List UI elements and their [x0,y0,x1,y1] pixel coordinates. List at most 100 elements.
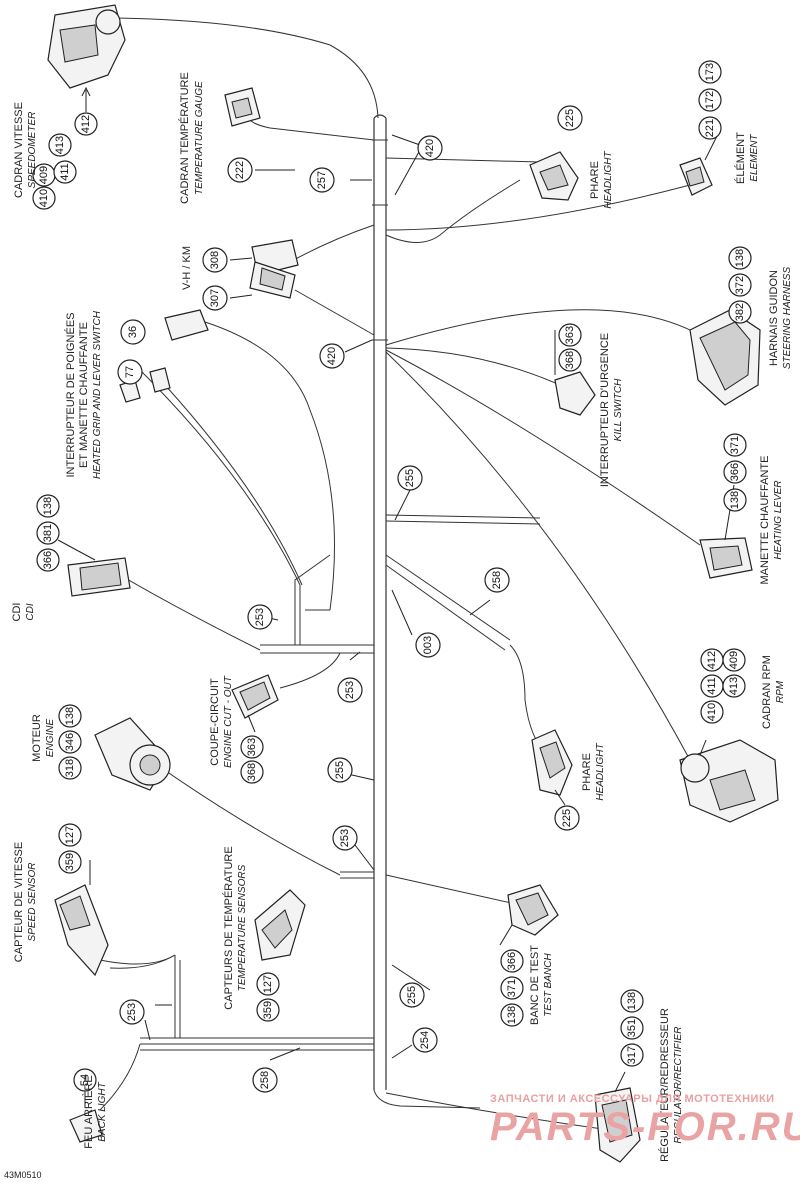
svg-text:359: 359 [64,853,76,871]
svg-text:412: 412 [706,651,718,669]
label-phare: PHARE [581,753,593,791]
svg-text:381: 381 [42,524,54,542]
callout-359g: 359 [58,850,82,874]
harness-branches [99,514,549,1111]
callout-372: 372 [728,273,752,297]
watermark-logo: PARTS-FOR.RU [490,1105,800,1149]
svg-text:172: 172 [704,91,716,109]
callout-318: 318 [58,756,82,780]
svg-text:221: 221 [704,119,716,137]
test-bench-connector [507,884,559,936]
svg-text:127: 127 [262,975,274,993]
svg-text:382: 382 [734,303,746,321]
callout-409f: 409 [722,648,746,672]
svg-text:253: 253 [339,829,351,847]
component-labels: CADRAN VITESSE SPEEDOMETER CADRAN TEMPÉR… [11,72,793,1162]
callout-371b: 371 [723,433,747,457]
label-element-en: ELEMENT [749,133,760,181]
svg-text:255: 255 [404,469,416,487]
callout-221: 221 [698,116,722,140]
svg-text:253: 253 [344,681,356,699]
label-vkm: V-H / KM [181,246,193,290]
watermark-tagline: ЗАПЧАСТИ И АКСЕССУАРЫ ДЛЯ МОТОТЕХНИКИ [490,1093,775,1105]
heating-lever-connector [699,537,753,579]
callout-173: 173 [698,60,722,84]
svg-text:255: 255 [334,761,346,779]
svg-text:409: 409 [38,166,50,184]
main-harness-trunk [114,17,481,1109]
callout-255b: 255 [327,757,353,783]
svg-text:222: 222 [234,161,246,179]
callout-382: 382 [728,300,752,324]
svg-text:371: 371 [729,436,741,454]
callout-255a: 255 [397,465,423,491]
callout-225b: 225 [554,805,580,831]
label-engine: ENGINE [45,719,56,758]
callout-381c: 381 [36,521,60,545]
svg-text:351: 351 [626,1019,638,1037]
svg-text:420: 420 [424,139,436,157]
speedometer-connector [47,4,126,89]
callout-127g: 127 [58,823,82,847]
callout-411f: 411 [700,674,724,698]
callout-363d: 363 [240,735,264,759]
label-phare-top: PHARE [589,161,601,199]
svg-text:258: 258 [259,1071,271,1089]
svg-text:409: 409 [728,651,740,669]
callout-255c: 255 [399,982,425,1008]
svg-text:253: 253 [254,608,266,626]
callout-138i: 138 [500,1003,524,1027]
callout-258a: 258 [484,567,510,593]
label-capteur-vitesse: CAPTEUR DE VITESSE [13,842,25,962]
callout-172: 172 [698,88,722,112]
temperature-gauge-connector [224,87,261,127]
callout-366i: 366 [500,949,524,973]
callouts: 409 413 410 411 412 222 420 257 225 221 … [32,60,752,1093]
callout-420a: 420 [417,135,443,161]
label-regulator-rectifier: REGULATOR/RECTIFIER [673,1027,684,1144]
svg-text:413: 413 [728,677,740,695]
steering-harness-connector [689,309,761,406]
callout-420b: 420 [319,343,345,369]
callout-138a: 138 [728,246,752,270]
svg-text:317: 317 [626,1046,638,1064]
callout-413f: 413 [722,674,746,698]
label-cadran-temperature: CADRAN TEMPÉRATURE [178,72,191,204]
back-light-connector [69,1109,103,1143]
callout-253b: 253 [337,677,363,703]
svg-text:359: 359 [262,1001,274,1019]
label-temperature-gauge: TEMPERATURE GAUGE [194,81,205,195]
svg-text:366: 366 [506,952,518,970]
label-banc-test: BANC DE TEST [529,945,541,1025]
label-coupe-circuit: COUPE-CIRCUIT [209,678,221,766]
svg-text:366: 366 [729,463,741,481]
svg-text:138: 138 [64,707,76,725]
svg-text:411: 411 [706,677,718,695]
svg-text:36: 36 [127,326,139,338]
label-rpm: RPM [775,680,786,703]
svg-text:255: 255 [406,986,418,1004]
svg-text:410: 410 [706,703,718,721]
engine-cut-out-connector [231,674,279,719]
callout-317: 317 [620,1043,644,1067]
callout-410f: 410 [700,700,724,724]
diagram-reference-code: 43M0510 [4,1170,42,1180]
svg-text:258: 258 [491,571,503,589]
svg-text:225: 225 [564,109,576,127]
svg-text:257: 257 [316,171,328,189]
callout-368a: 368 [558,348,582,372]
svg-text:410: 410 [38,189,50,207]
callout-363a: 363 [558,323,582,347]
callout-54: 54 [73,1068,97,1092]
svg-text:254: 254 [419,1031,431,1049]
callout-409: 409 [32,163,56,187]
callout-138b: 138 [723,488,747,512]
svg-text:368: 368 [564,351,576,369]
callout-36: 36 [120,319,146,345]
svg-text:368: 368 [246,763,258,781]
headlight-top-connector [529,151,579,201]
svg-text:411: 411 [59,163,71,181]
svg-text:366: 366 [42,551,54,569]
label-capteurs-temperature: CAPTEURS DE TEMPÉRATURE [222,846,235,1009]
harness-wires [99,119,701,1131]
